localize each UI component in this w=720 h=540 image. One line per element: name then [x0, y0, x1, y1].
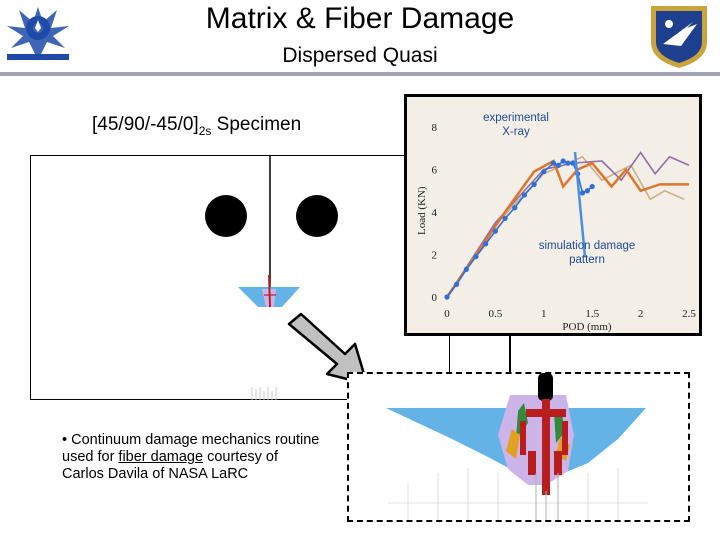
y-tick-label: 6: [432, 165, 438, 177]
simulation-point: [492, 228, 498, 234]
air-force-logo: [3, 2, 73, 70]
simulation-point: [589, 183, 595, 190]
slide-subtitle: Dispersed Quasi: [282, 44, 438, 67]
y-axis-label: Load (KN): [416, 186, 428, 235]
x-tick-label: 0: [444, 308, 450, 320]
header-rule: [0, 72, 720, 76]
afrl-emblem: [647, 2, 711, 70]
specimen-drawing: [30, 154, 450, 400]
simulation-point: [579, 190, 586, 196]
series-line-0: [446, 160, 593, 298]
annotation-simulation: simulation damage pattern: [538, 240, 636, 266]
simulation-point: [463, 266, 469, 272]
simulation-pointer: [573, 151, 587, 258]
simulation-point: [565, 160, 571, 166]
simulation-point: [502, 215, 508, 221]
simulation-point: [521, 192, 528, 198]
mesh-vertical: [535, 473, 559, 520]
bullet-suffix: courtesy of Carlos Davila of NASA LaRC: [62, 449, 279, 482]
simulation-point: [483, 241, 489, 247]
simulation-point: [512, 205, 518, 211]
series-line-2: [446, 151, 690, 298]
simulation-point: [584, 188, 590, 194]
connector-line: [509, 336, 511, 374]
slide-title: Matrix & Fiber Damage: [205, 2, 515, 35]
pin-hole-right: [295, 194, 338, 237]
bullet-underlined: fiber damage: [118, 449, 204, 465]
simulation-point: [473, 254, 479, 260]
series-line-1: [445, 159, 689, 298]
simulation-point: [550, 160, 557, 166]
specimen-word: Specimen: [216, 114, 302, 135]
y-tick-label: 8: [432, 122, 438, 134]
x-axis-label: POD (mm): [562, 321, 612, 333]
x-tick-label: 1.5: [585, 308, 599, 320]
simulation-point: [444, 294, 450, 300]
bullet-text: • Continuum damage mechanics routine use…: [62, 432, 322, 483]
specimen-layup: [45/90/-45/0]: [92, 114, 199, 135]
series-line-3: [446, 155, 685, 298]
fiber-damage-path: [520, 399, 568, 495]
zoom-arrow-icon: [285, 310, 375, 390]
simulation-point: [560, 158, 566, 164]
simulation-point: [555, 162, 561, 168]
x-tick-label: 0.5: [489, 308, 503, 320]
specimen-layup-subscript: 2s: [198, 123, 212, 138]
y-tick-label: 2: [432, 250, 438, 262]
y-tick-label: 0: [432, 292, 438, 304]
simulation-point: [541, 169, 547, 175]
x-tick-label: 2: [638, 308, 644, 320]
load-pod-graph: 0 2 4 6 8 0 0.5 1 1.5 2 2.5 Load (KN) POD (mm) exp…: [404, 94, 702, 336]
y-tick-label: 4: [432, 207, 438, 219]
x-tick-label: 1: [541, 308, 547, 320]
simulation-point: [531, 181, 537, 187]
mesh-lines: [388, 468, 648, 520]
specimen-label: [45/90/-45/0]2s Specimen: [92, 114, 301, 138]
annotation-experimental: experimental X-ray: [483, 112, 549, 138]
damage-zoom-view: [347, 372, 690, 522]
simulation-point: [570, 160, 576, 166]
pin-hole-left: [204, 194, 247, 237]
bullet-prefix: • Continuum damage mechanics routine use…: [62, 432, 320, 465]
x-tick-label: 2.5: [682, 308, 696, 320]
notch-tip: [538, 373, 553, 401]
simulation-point: [454, 281, 460, 287]
